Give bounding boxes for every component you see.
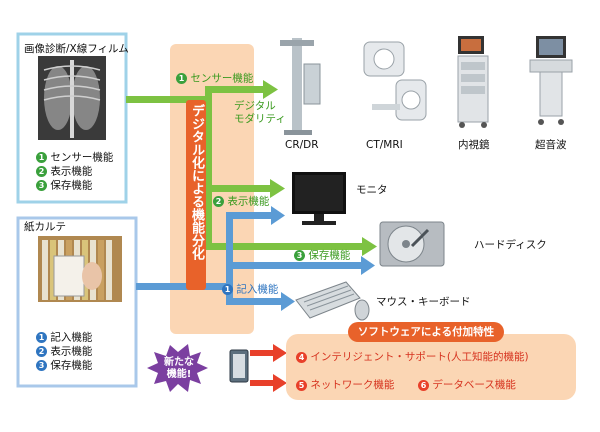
- cr-dr-device: [280, 38, 321, 135]
- software-item-5: 5 ネットワーク機能: [296, 377, 394, 392]
- imaging-num-2: 2: [36, 166, 47, 177]
- paper-chart-title: 紙カルテ: [24, 221, 66, 233]
- digitalization-label: デジタル化による機能分化: [189, 104, 204, 260]
- imaging-title: 画像診断/X線フィルム: [24, 43, 129, 55]
- chip-image: [229, 349, 249, 383]
- keyboard-mouse-device: [295, 281, 370, 321]
- endoscope-device: [457, 36, 489, 128]
- ct-mri-label: CT/MRI: [366, 139, 403, 151]
- storage-arrow-label: 3 保存機能: [294, 250, 350, 261]
- software-item-6: 6 データベース機能: [418, 377, 516, 392]
- new-function-burst: [147, 344, 208, 392]
- ultrasound-label: 超音波: [535, 139, 567, 151]
- paper-function-1: 記入機能: [50, 331, 93, 344]
- new-function-line1: 新たな: [164, 357, 194, 368]
- input-arrow-label: 1 記入機能: [222, 284, 278, 295]
- software-item-4: 4 インテリジェント・サポート(人工知能的機能): [296, 349, 529, 364]
- imaging-function-3: 保存機能: [50, 179, 93, 192]
- digitalization-label-box: [186, 100, 206, 290]
- monitor-device: [292, 172, 346, 225]
- mouse-keyboard-label: マウス・キーボード: [376, 296, 471, 308]
- sensor-arrow-label: 1 センサー機能: [176, 73, 253, 84]
- paper-num-2: 2: [36, 346, 47, 357]
- ct-mri-device: [363, 41, 427, 121]
- paper-function-2: 表示機能: [50, 345, 93, 358]
- hdd-device: [379, 221, 445, 267]
- software-panel: [286, 334, 576, 400]
- software-arrows: [250, 344, 287, 392]
- paper-function-3: 保存機能: [50, 359, 93, 372]
- modality-label-line1: デジタル: [234, 100, 276, 112]
- paper-num-3: 3: [36, 360, 47, 371]
- monitor-label: モニタ: [356, 184, 388, 196]
- imaging-num-3: 3: [36, 180, 47, 191]
- imaging-function-list: 1 センサー機能 2 表示機能 3 保存機能: [36, 152, 113, 191]
- imaging-function-1: センサー機能: [50, 151, 114, 164]
- endoscope-label: 内視鏡: [458, 139, 490, 151]
- display-arrow-label: 2 表示機能: [213, 196, 269, 207]
- new-function-text: 新たな 機能!: [152, 357, 206, 381]
- ultrasound-device: [529, 36, 573, 125]
- paper-num-1: 1: [36, 332, 47, 343]
- sensor-arrow: [126, 80, 377, 256]
- paper-function-list: 1 記入機能 2 表示機能 3 保存機能: [36, 332, 92, 371]
- software-title: ソフトウェアによる付加特性: [357, 326, 495, 338]
- paper-chart-image: [38, 236, 122, 302]
- software-title-box: [348, 322, 504, 342]
- imaging-num-1: 1: [36, 152, 47, 163]
- cr-dr-label: CR/DR: [285, 139, 319, 151]
- new-function-line2: 機能!: [166, 369, 192, 380]
- hdd-label: ハードディスク: [474, 239, 547, 251]
- modality-label-line2: モダリティ: [234, 113, 286, 125]
- imaging-function-2: 表示機能: [50, 165, 93, 178]
- xray-image: [38, 56, 106, 140]
